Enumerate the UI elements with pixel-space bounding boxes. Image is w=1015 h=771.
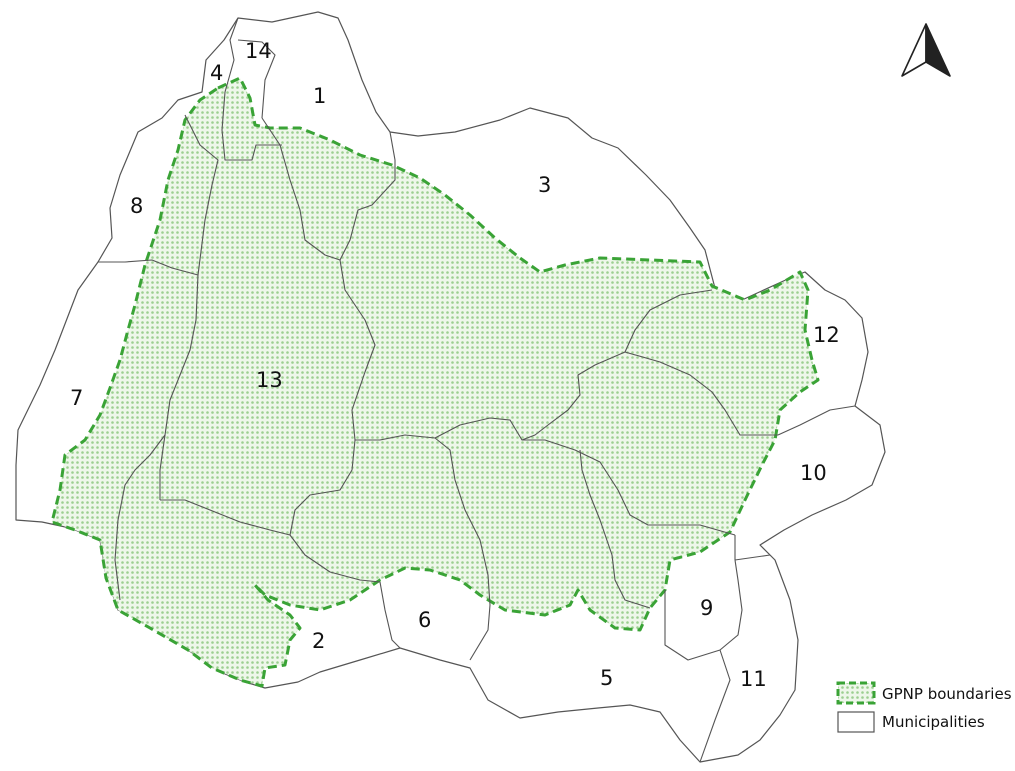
- gpnp-park-area: [50, 76, 820, 688]
- legend-park-swatch: [836, 681, 876, 705]
- municipality-label-3: 3: [538, 173, 551, 197]
- border-8-13: [184, 114, 219, 276]
- municipality-label-4: 4: [210, 61, 223, 85]
- border-3-south: [434, 289, 713, 441]
- border-east-center: [289, 439, 356, 536]
- municipality-label-11: 11: [740, 667, 767, 691]
- municipality-label-13: 13: [256, 368, 283, 392]
- legend-municipalities-swatch: [837, 711, 875, 733]
- border-13-south: [160, 499, 381, 583]
- border-east-inner: [624, 351, 778, 436]
- municipality-label-12: 12: [813, 323, 840, 347]
- border-7-west-inner: [114, 434, 166, 601]
- border-14-4: [224, 17, 239, 93]
- municipality-label-14: 14: [245, 39, 272, 63]
- municipality-label-6: 6: [418, 608, 431, 632]
- border-14-1: [237, 39, 276, 119]
- municipality-label-10: 10: [800, 461, 827, 485]
- municipality-label-1: 1: [313, 84, 326, 108]
- border-south-center: [522, 439, 736, 536]
- border-1-3: [339, 131, 396, 261]
- legend-park-label: GPNP boundaries: [882, 685, 1012, 703]
- legend: GPNP boundaries Municipalities: [836, 681, 1012, 733]
- border-6-5: [469, 604, 491, 661]
- border-12-10: [777, 405, 856, 436]
- municipality-label-7: 7: [70, 386, 83, 410]
- border-13-3-split: [339, 259, 376, 441]
- municipality-label-2: 2: [312, 629, 325, 653]
- border-9-11: [699, 649, 731, 763]
- border-4-13: [221, 91, 282, 161]
- municipality-label-8: 8: [130, 194, 143, 218]
- border-13-west: [159, 274, 199, 500]
- border-8-7: [98, 259, 199, 276]
- legend-municipalities-label: Municipalities: [882, 713, 985, 731]
- north-arrow-icon: [901, 23, 951, 77]
- border-6-2: [379, 581, 401, 649]
- border-11: [734, 554, 771, 561]
- border-center-south: [355, 434, 491, 606]
- border-south-east: [579, 449, 651, 609]
- municipality-label-5: 5: [600, 666, 613, 690]
- municipality-label-9: 9: [700, 596, 713, 620]
